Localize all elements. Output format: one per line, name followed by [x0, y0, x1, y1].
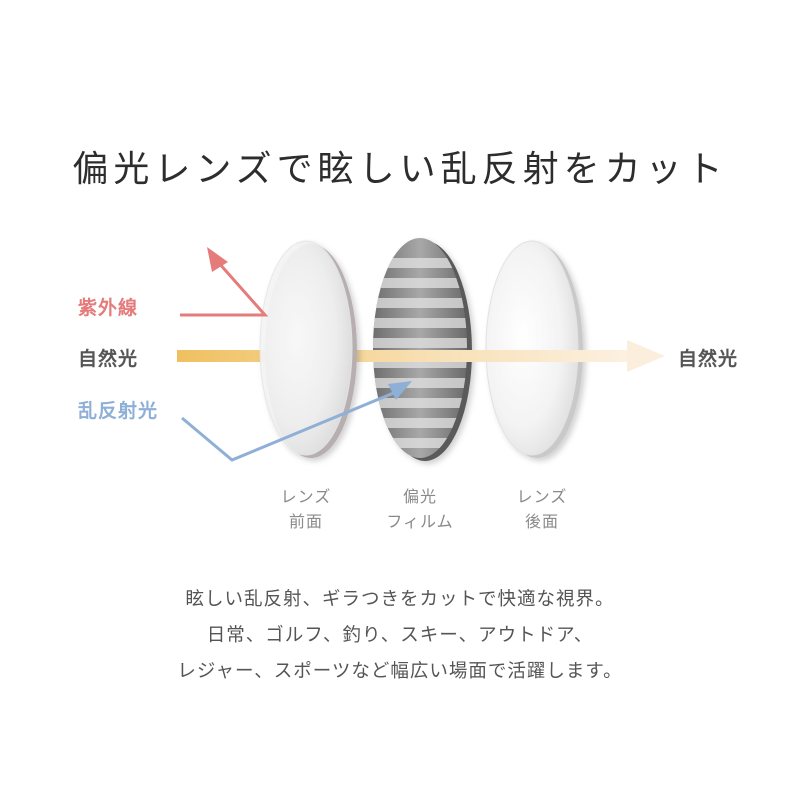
description-line: 日常、ゴルフ、釣り、スキー、アウトドア、: [206, 625, 594, 646]
lens-rear: [485, 240, 583, 458]
arrow-right-icon: [627, 340, 665, 372]
label-scattered-light: 乱反射光: [78, 400, 159, 422]
caption-line: レンズ: [516, 487, 568, 506]
page-title: 偏光レンズで眩しい乱反射をカット: [72, 149, 728, 190]
caption-polarizing-film: 偏光 フィルム: [360, 484, 480, 534]
polarizing-film: [373, 238, 472, 461]
caption-line: フィルム: [386, 512, 454, 531]
description-line: 眩しい乱反射、ギラつきをカットで快適な視界。: [185, 589, 615, 610]
uv-arrow: [180, 247, 269, 317]
caption-lens-front: レンズ 前面: [246, 484, 366, 534]
label-natural-light-in: 自然光: [78, 348, 139, 370]
lens-front: [259, 240, 357, 458]
scattered-light-arrow: [181, 381, 412, 462]
label-natural-light-out: 自然光: [678, 348, 739, 370]
arrow-up-left-icon: [207, 247, 228, 272]
caption-line: レンズ: [280, 487, 332, 506]
caption-line: 後面: [524, 512, 559, 531]
caption-lens-rear: レンズ 後面: [482, 484, 602, 534]
caption-line: 偏光: [402, 487, 437, 506]
film-stripes: [373, 258, 467, 448]
description-line: レジャー、スポーツなど幅広い場面で活躍します。: [177, 661, 623, 682]
caption-line: 前面: [288, 512, 323, 531]
label-uv: 紫外線: [78, 297, 139, 319]
description: 眩しい乱反射、ギラつきをカットで快適な視界。 日常、ゴルフ、釣り、スキー、アウト…: [0, 582, 800, 690]
arrow-up-right-icon: [388, 381, 412, 400]
